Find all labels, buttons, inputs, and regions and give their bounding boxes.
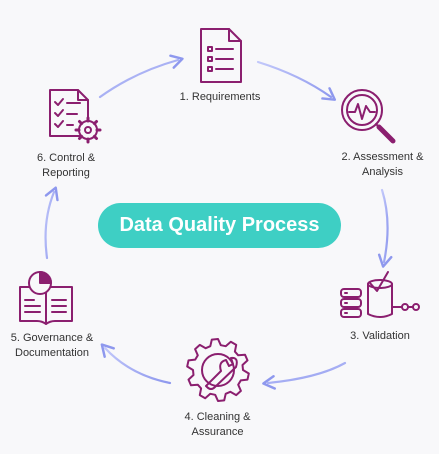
step-1-label: 1. Requirements (179, 91, 261, 103)
arrow-5-to-6 (44, 186, 59, 260)
process-title: Data Quality Process (98, 203, 341, 248)
step-6-label: 6. Control & Reporting (36, 152, 96, 179)
gear-tooth (78, 134, 84, 140)
arrow-4-to-5 (100, 343, 172, 385)
arrow-3-to-4 (262, 361, 347, 390)
step-2-label: 2. Assessment & Analysis (341, 151, 424, 178)
document-list-icon (200, 28, 242, 83)
gear-tooth (92, 120, 98, 126)
gear-wrench-icon (186, 338, 250, 402)
arrow-1-to-2 (256, 60, 337, 101)
gear-tooth (92, 134, 98, 140)
database-check-icon (340, 271, 420, 318)
magnifier-chart-icon (341, 89, 396, 144)
book-chart-icon (19, 271, 73, 325)
checklist-gear-icon (49, 89, 102, 144)
arrow-2-to-3 (377, 188, 393, 268)
arrow-6-to-1 (98, 54, 184, 99)
step-4-label: 4. Cleaning & Assurance (184, 411, 251, 438)
step-5-label: 5. Governance & Documentation (10, 332, 94, 359)
gear-tooth (78, 120, 84, 126)
step-3-label: 3. Validation (350, 330, 410, 342)
